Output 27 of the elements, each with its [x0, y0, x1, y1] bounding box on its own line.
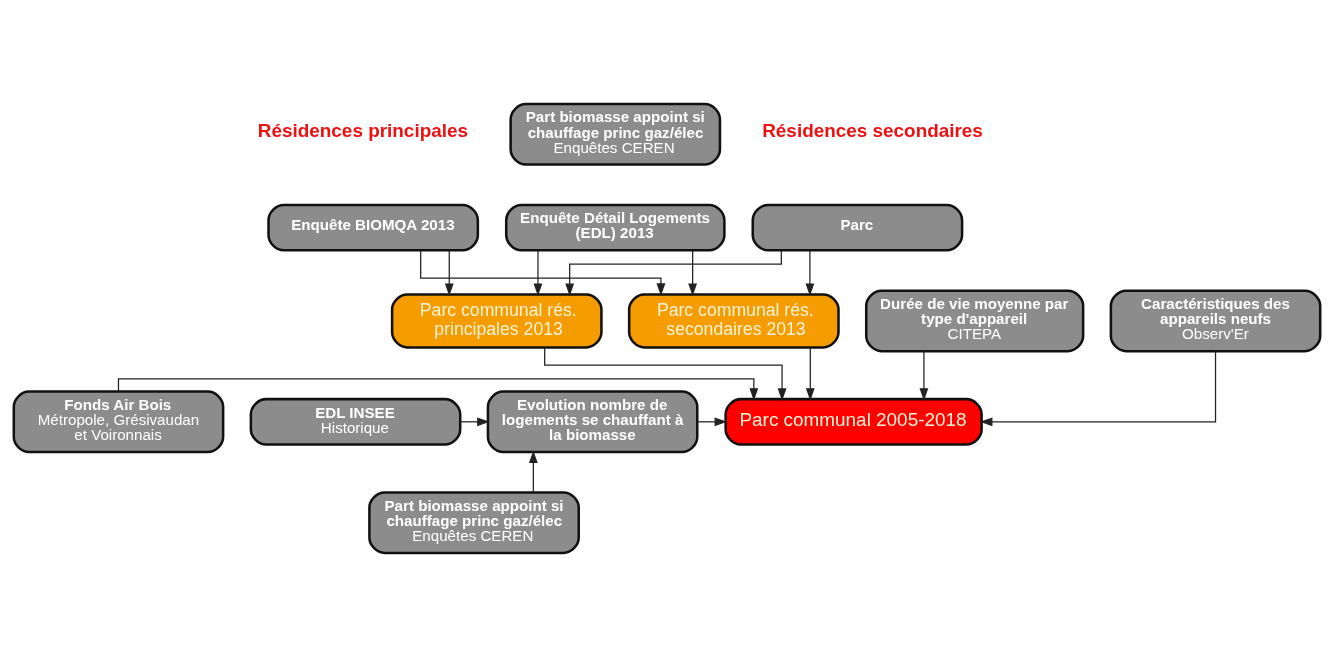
arrow	[979, 350, 1217, 427]
node-box: Enquête Détail Logements (EDL) 2013	[504, 203, 726, 252]
arrow	[565, 249, 782, 297]
node-box: Parc communal rés. principales 2013	[390, 293, 603, 349]
label: Résidences principales	[257, 120, 468, 142]
node-box: Enquête BIOMQA 2013	[267, 203, 480, 252]
arrow	[688, 250, 698, 297]
node-box: Part biomasse appoint si chauffage princ gaz/élec Enquêtes CEREN	[368, 491, 580, 555]
node-box: Caractéristiques des appareils neufs Observ'Er	[1109, 289, 1322, 353]
node-box: Parc communal rés. secondaires 2013	[627, 293, 840, 349]
node-box: Part biomasse appoint si chauffage princ gaz/élec Enquêtes CEREN	[509, 102, 722, 166]
arrow	[528, 450, 538, 494]
node-box: Parc communal 2005-2018	[724, 397, 983, 446]
label: Résidences secondaires	[762, 120, 983, 142]
arrow	[544, 347, 787, 401]
node-box: Parc	[751, 203, 964, 252]
node-box: EDL INSEE Historique	[249, 397, 462, 446]
arrow	[444, 250, 454, 297]
node-box: Durée de vie moyenne par type d'appareil CITEPA	[865, 289, 1085, 353]
arrow	[533, 250, 543, 297]
arrow	[805, 346, 815, 401]
arrow	[805, 250, 815, 297]
arrow	[117, 378, 759, 401]
arrow	[919, 350, 929, 401]
node-box: Fonds Air Bois Métropole, Grésivaudan et Voironnais	[12, 390, 225, 454]
node-box: Evolution nombre de logements se chauffant à la biomasse	[486, 390, 699, 454]
arrow	[420, 249, 666, 296]
